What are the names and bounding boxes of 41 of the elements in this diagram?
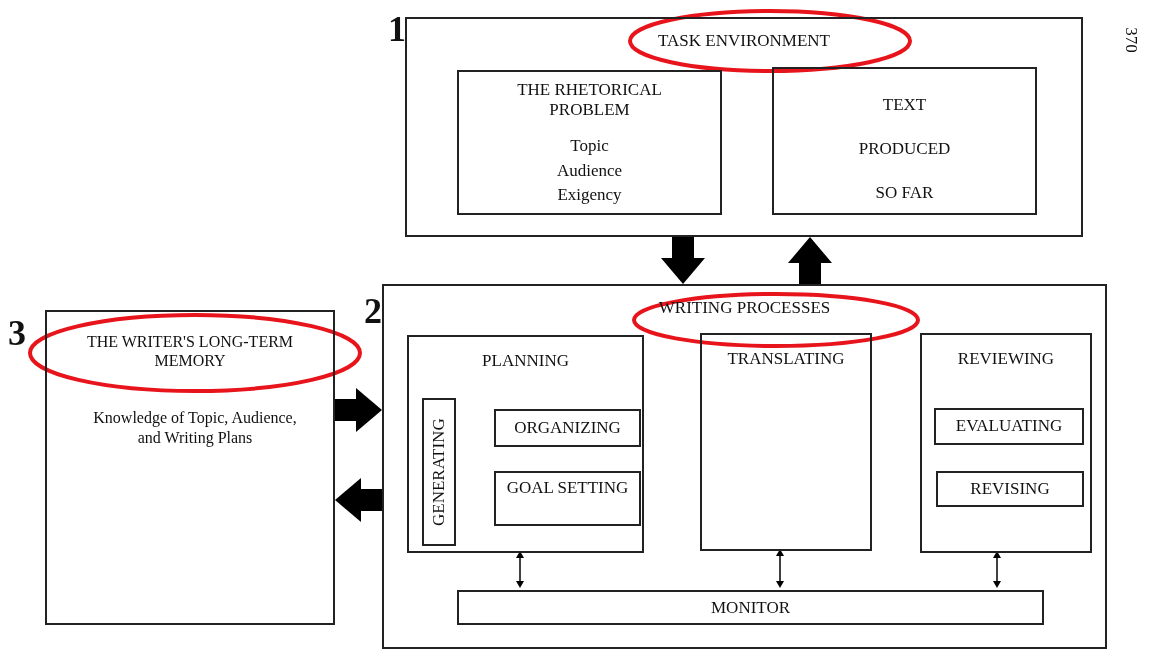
box-heading: GOAL SETTING (505, 479, 630, 498)
callout-number: 3 (8, 312, 26, 354)
box-heading: TRANSLATING (726, 349, 846, 370)
process-box (700, 333, 872, 551)
process-box (494, 471, 641, 526)
box-heading: WRITING PROCESSES (657, 298, 832, 319)
box-heading: TASK ENVIRONMENT (657, 31, 831, 52)
block-arrow (661, 237, 705, 284)
box-heading: REVIEWING (956, 349, 1056, 370)
arrow (993, 551, 1001, 588)
box-heading: PLANNING (481, 351, 570, 372)
box-heading: GENERATING (427, 417, 449, 528)
process-group-box (382, 284, 1107, 649)
box-heading: REVISING (969, 479, 1051, 500)
process-box (422, 398, 456, 546)
memory-box (45, 310, 335, 625)
box-text: Knowledge of Topic, Audience, and Writing Plans (92, 408, 298, 448)
process-box (407, 335, 644, 553)
box-heading: TEXT PRODUCED SO FAR (857, 94, 952, 205)
box-heading: THE RHETORICAL PROBLEM (516, 80, 663, 121)
process-box (457, 590, 1044, 625)
process-box (920, 333, 1092, 553)
page-number: 370 (1120, 27, 1141, 53)
environment-box (405, 17, 1083, 237)
box-heading: MONITOR (710, 598, 791, 619)
block-arrow (335, 388, 382, 432)
process-box (936, 471, 1084, 507)
arrow (776, 549, 784, 588)
box-heading: ORGANIZING (513, 418, 622, 439)
box-heading: EVALUATING (954, 416, 1064, 437)
process-box (457, 70, 722, 215)
process-box (772, 67, 1037, 215)
process-box (494, 409, 641, 447)
callout-number: 2 (364, 290, 382, 332)
arrow (516, 551, 524, 588)
process-box (934, 408, 1084, 445)
block-arrow (335, 478, 382, 522)
box-text: Topic Audience Exigency (555, 135, 624, 207)
box-heading: THE WRITER'S LONG-TERM MEMORY (85, 332, 295, 371)
callout-number: 1 (388, 8, 406, 50)
block-arrow (788, 237, 832, 284)
